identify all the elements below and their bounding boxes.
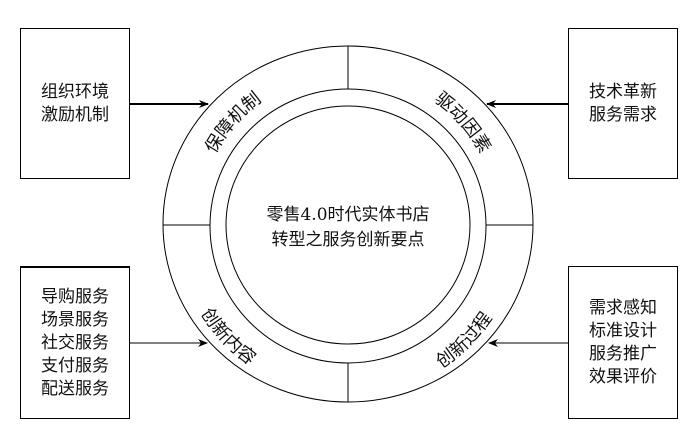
- center-title-line1: 零售4.0时代实体书店: [266, 205, 429, 225]
- box-top-right: 技术革新 服务需求: [568, 28, 678, 179]
- box-line: 支付服务: [41, 355, 109, 376]
- box-bottom-left: 导购服务 场景服务 社交服务 支付服务 配送服务: [20, 266, 130, 419]
- box-top-left: 组织环境 激励机制: [20, 28, 130, 179]
- box-line: 导购服务: [41, 286, 109, 307]
- box-line: 社交服务: [41, 332, 109, 353]
- box-line: 需求感知: [589, 297, 657, 318]
- center-title-line2: 转型之服务创新要点: [272, 230, 425, 250]
- box-line: 组织环境: [41, 81, 109, 102]
- box-line: 标准设计: [589, 320, 657, 341]
- box-line: 服务需求: [589, 104, 657, 125]
- middle-ring: [209, 88, 487, 364]
- box-line: 技术革新: [589, 81, 657, 102]
- box-bottom-right: 需求感知 标准设计 服务推广 效果评价: [568, 266, 678, 419]
- inner-circle: [225, 105, 471, 345]
- box-line: 效果评价: [589, 366, 657, 387]
- box-line: 配送服务: [41, 378, 109, 399]
- box-line: 激励机制: [41, 104, 109, 125]
- box-line: 服务推广: [589, 343, 657, 364]
- box-line: 场景服务: [41, 309, 109, 330]
